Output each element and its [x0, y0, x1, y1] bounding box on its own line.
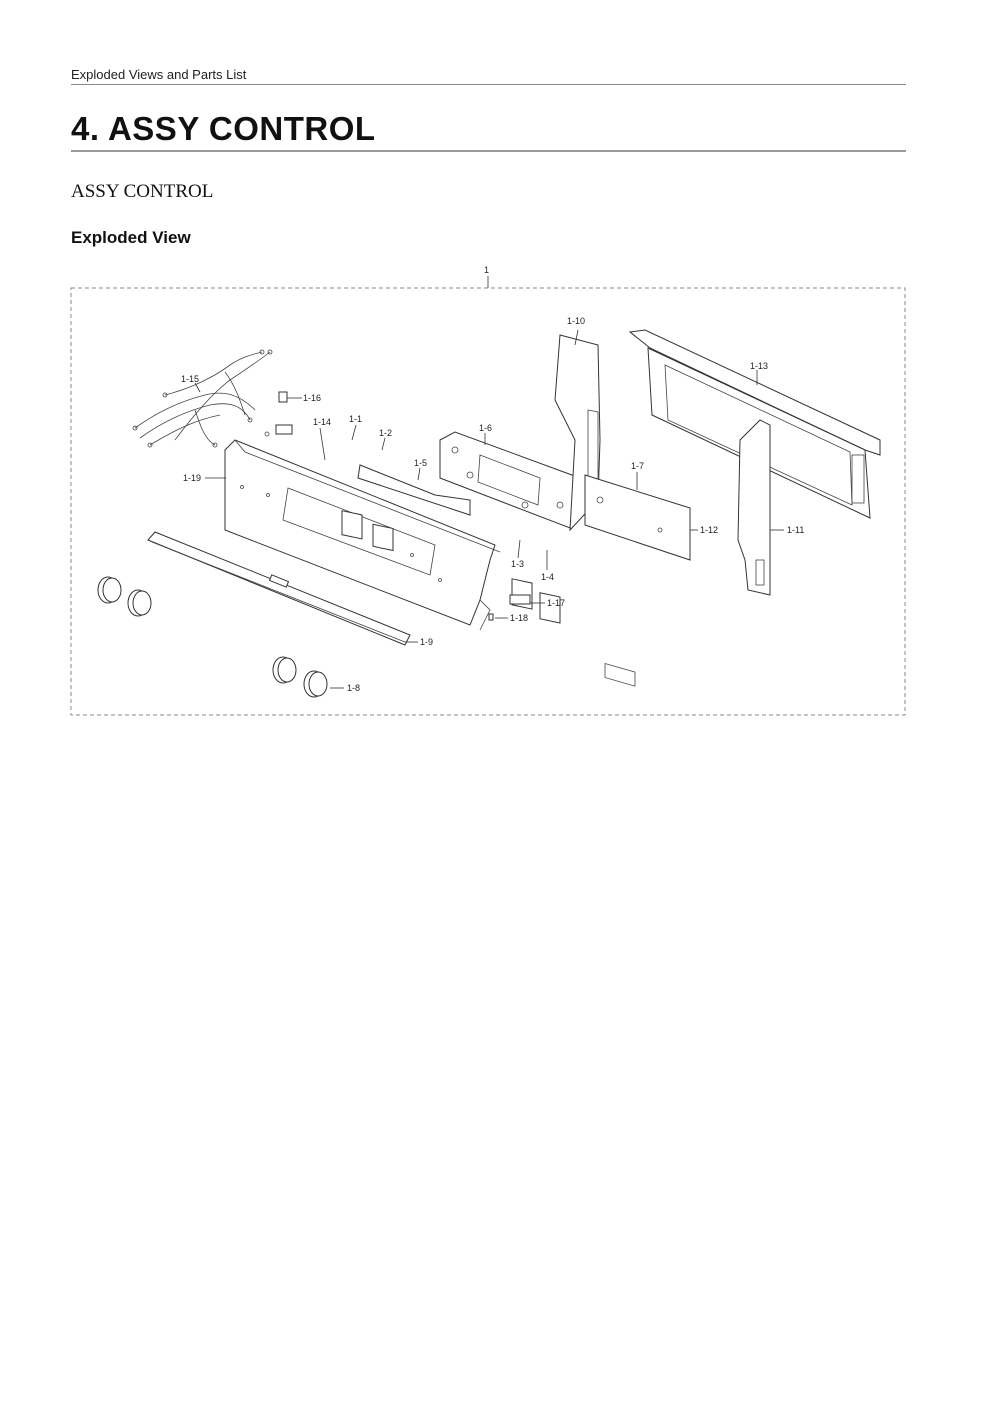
callout-1-15: 1-15: [181, 374, 199, 384]
callout-1-2: 1-2: [379, 428, 392, 438]
callout-1-11: 1-11: [787, 525, 804, 535]
title-divider: [71, 150, 906, 152]
bracket-plate: [357, 464, 471, 516]
part-1-17: [509, 594, 531, 605]
subtitle: ASSY CONTROL: [71, 181, 214, 202]
callout-1-14: 1-14: [313, 417, 331, 427]
side-bracket-right: [737, 419, 771, 596]
callout-1-9: 1-9: [420, 637, 433, 647]
section-heading: Exploded View: [71, 228, 191, 247]
assembly-frame: [70, 287, 906, 716]
knobs: [97, 576, 328, 698]
callout-1-8: 1-8: [347, 683, 360, 693]
callout-1-3: 1-3: [511, 559, 524, 569]
header-divider: [71, 84, 906, 85]
callout-1: 1: [484, 265, 489, 275]
part-1-18: [488, 613, 494, 621]
callout-1-17: 1-17: [547, 598, 565, 608]
control-pcb: [584, 474, 691, 687]
running-header: Exploded Views and Parts List: [71, 67, 247, 82]
callout-1-1: 1-1: [349, 414, 362, 424]
callout-1-7: 1-7: [631, 461, 644, 471]
page-title: 4. ASSY CONTROL: [71, 110, 376, 147]
callout-1-4: 1-4: [541, 572, 554, 582]
callout-1-19: 1-19: [183, 473, 201, 483]
leader-lines: [194, 329, 784, 689]
callout-1-12: 1-12: [700, 525, 718, 535]
callout-1-10: 1-10: [567, 316, 585, 326]
callout-1-18: 1-18: [510, 613, 528, 623]
trim-bar: [147, 531, 411, 646]
switches-upper: [341, 510, 394, 552]
callout-1-16: 1-16: [303, 393, 321, 403]
board-plate: [439, 431, 581, 529]
part-1-16: [278, 391, 288, 403]
callout-1-6: 1-6: [479, 423, 492, 433]
wire-harness: [132, 349, 273, 448]
clip: [275, 424, 293, 435]
callout-1-13: 1-13: [750, 361, 768, 371]
callout-1-5: 1-5: [414, 458, 427, 468]
